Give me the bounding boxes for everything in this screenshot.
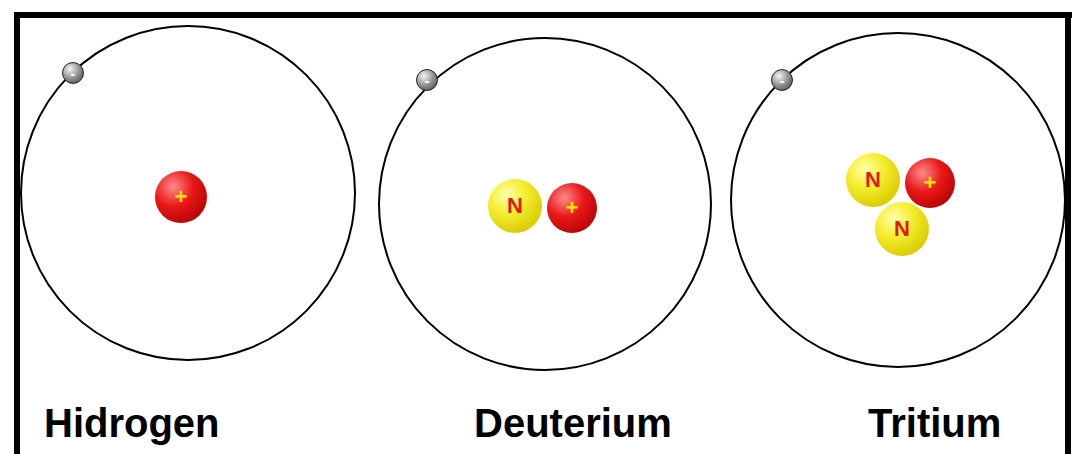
proton-ball: + [905,158,955,208]
atom-orbit: Deuterium-N+ [378,37,712,371]
atom-orbit: Tritium-N+N [730,32,1066,368]
electron-ball: - [771,69,793,91]
neutron-ball: N [846,153,900,207]
neutron-sign: N [865,169,881,191]
electron-ball: - [62,62,84,84]
neutron-ball: N [875,202,929,256]
electron-sign: - [71,66,76,81]
electron-sign: - [425,73,430,88]
proton-ball: + [547,183,597,233]
orbit-circle [21,26,355,360]
neutron-sign: N [894,218,910,240]
proton-sign: + [566,197,579,219]
atom-name: Deuterium [474,403,672,443]
proton-sign: + [175,186,188,208]
neutron-ball: N [488,179,542,233]
atom-name: Tritium [868,403,1001,443]
atom-name: Hidrogen [44,403,220,443]
atom-orbit: Hidrogen-+ [20,25,356,361]
electron-ball: - [416,69,438,91]
orbit-circle [379,38,711,370]
orbit-circle [731,33,1065,367]
neutron-sign: N [507,195,523,217]
frame-right [1065,12,1071,454]
frame-left [14,12,20,454]
proton-sign: + [924,172,937,194]
electron-sign: - [780,73,785,88]
proton-ball: + [155,171,207,223]
frame-top [14,12,1072,18]
